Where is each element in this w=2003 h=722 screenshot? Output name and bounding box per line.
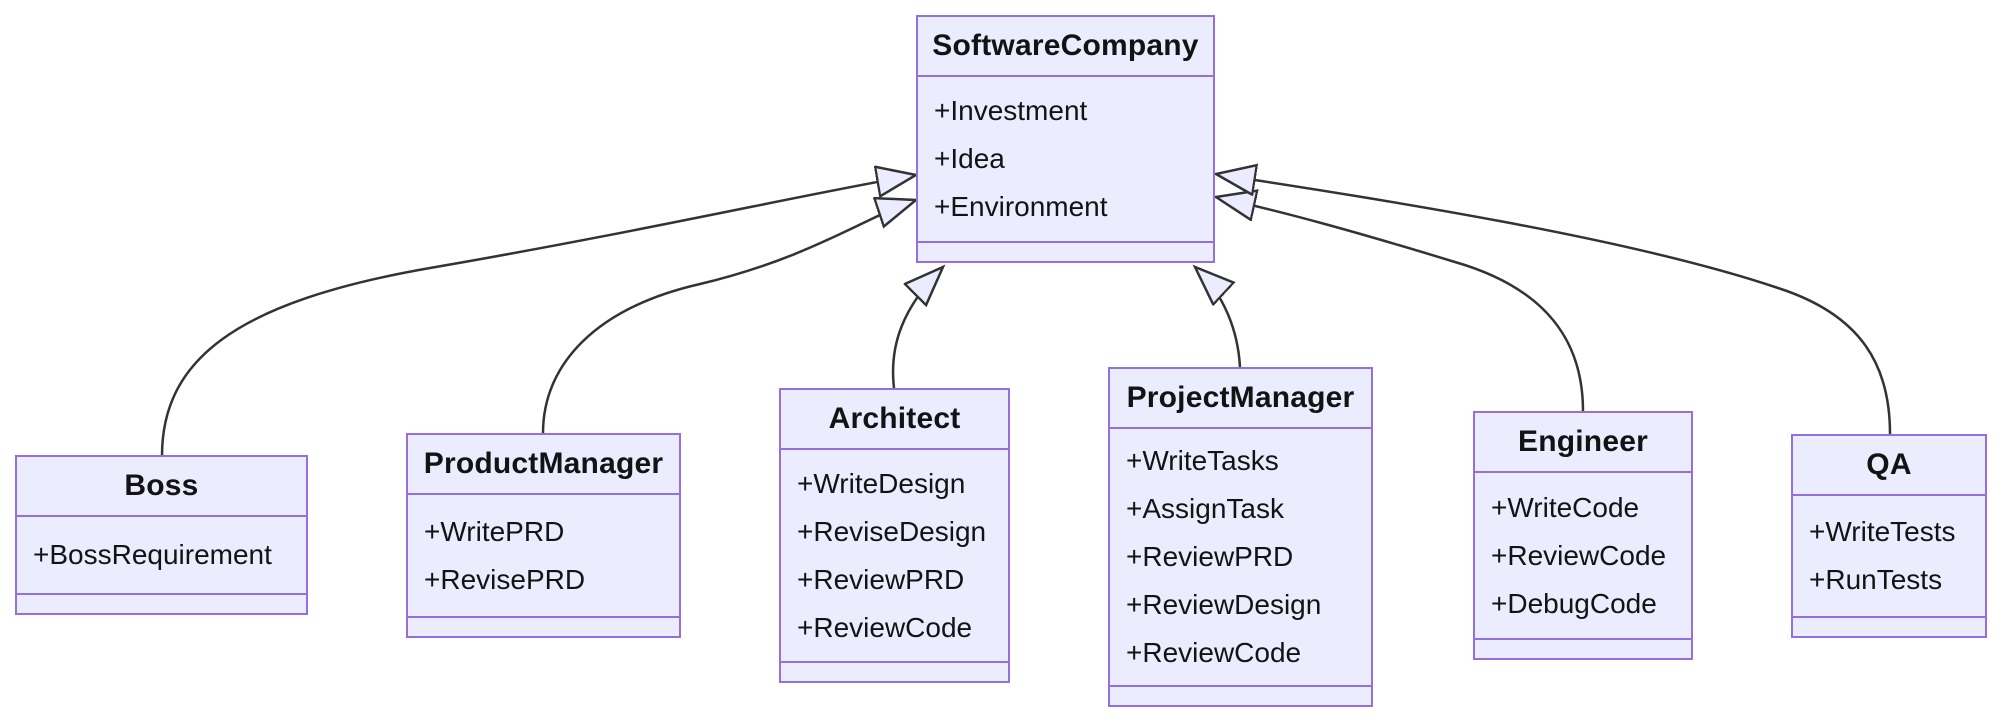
class-member: +Investment bbox=[934, 95, 1088, 126]
class-member: +ReviewPRD bbox=[1126, 541, 1294, 572]
class-title: Boss bbox=[17, 457, 306, 517]
class-members: +BossRequirement bbox=[17, 517, 306, 593]
class-member: +DebugCode bbox=[1491, 587, 1657, 619]
class-members: +Investment +Idea +Environment bbox=[918, 77, 1213, 241]
class-title: Architect bbox=[781, 390, 1008, 450]
class-title: Engineer bbox=[1475, 413, 1691, 473]
class-box-boss: Boss +BossRequirement bbox=[15, 455, 308, 615]
class-member: +Idea bbox=[934, 143, 1005, 174]
class-title: ProductManager bbox=[408, 435, 679, 495]
class-member: +RunTests bbox=[1809, 564, 1943, 595]
class-member: +WriteTasks bbox=[1126, 445, 1279, 476]
edge-boss-inherits-softwarecompany bbox=[160, 175, 916, 457]
class-member: +ReviewDesign bbox=[1126, 589, 1322, 620]
class-member: +ReviewCode bbox=[1126, 637, 1302, 668]
class-methods-empty bbox=[781, 661, 1008, 681]
class-methods-empty bbox=[17, 593, 306, 613]
edge-qa-inherits-softwarecompany bbox=[1216, 174, 1892, 435]
edge-architect-inherits-softwarecompany bbox=[891, 267, 943, 389]
class-box-softwarecompany: SoftwareCompany +Investment +Idea +Envir… bbox=[916, 15, 1215, 263]
class-title: QA bbox=[1793, 436, 1985, 496]
class-member: +Environment bbox=[934, 191, 1108, 222]
class-member: +RevisePRD bbox=[424, 563, 586, 595]
class-member: +ReviewPRD bbox=[797, 563, 965, 595]
class-box-projectmanager: ProjectManager +WriteTasks +AssignTask +… bbox=[1108, 367, 1373, 707]
class-title: SoftwareCompany bbox=[918, 17, 1213, 77]
class-members: +WriteTests +RunTests bbox=[1793, 496, 1985, 616]
edge-projectmanager-inherits-softwarecompany bbox=[1195, 267, 1242, 368]
edge-productmanager-inherits-softwarecompany bbox=[541, 200, 916, 434]
class-methods-empty bbox=[918, 241, 1213, 261]
class-methods-empty bbox=[1793, 616, 1985, 636]
class-member: +WriteTests bbox=[1809, 516, 1956, 547]
class-methods-empty bbox=[408, 616, 679, 636]
class-methods-empty bbox=[1110, 685, 1371, 705]
class-members: +WriteCode +ReviewCode +DebugCode bbox=[1475, 473, 1691, 638]
class-member: +ReviewCode bbox=[1491, 539, 1667, 571]
class-member: +AssignTask bbox=[1126, 493, 1284, 524]
class-member: +WriteDesign bbox=[797, 467, 966, 499]
class-members: +WritePRD +RevisePRD bbox=[408, 495, 679, 616]
class-box-architect: Architect +WriteDesign +ReviseDesign +Re… bbox=[779, 388, 1010, 683]
class-box-qa: QA +WriteTests +RunTests bbox=[1791, 434, 1987, 638]
class-members: +WriteDesign +ReviseDesign +ReviewPRD +R… bbox=[781, 450, 1008, 661]
class-methods-empty bbox=[1475, 638, 1691, 658]
class-member: +ReviewCode bbox=[797, 611, 973, 643]
class-box-productmanager: ProductManager +WritePRD +RevisePRD bbox=[406, 433, 681, 638]
class-member: +ReviseDesign bbox=[797, 515, 987, 547]
class-members: +WriteTasks +AssignTask +ReviewPRD +Revi… bbox=[1110, 429, 1371, 685]
class-title: ProjectManager bbox=[1110, 369, 1371, 429]
class-member: +WriteCode bbox=[1491, 491, 1640, 523]
class-box-engineer: Engineer +WriteCode +ReviewCode +DebugCo… bbox=[1473, 411, 1693, 660]
class-member: +BossRequirement bbox=[33, 539, 272, 570]
class-member: +WritePRD bbox=[424, 515, 565, 547]
edge-engineer-inherits-softwarecompany bbox=[1216, 197, 1585, 412]
